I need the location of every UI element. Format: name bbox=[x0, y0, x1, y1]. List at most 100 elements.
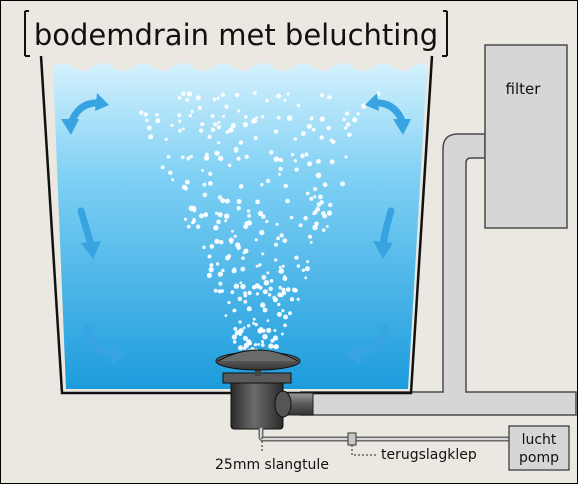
air-bubble bbox=[184, 186, 188, 191]
air-bubble bbox=[326, 210, 333, 216]
air-bubble bbox=[278, 285, 282, 290]
air-bubble bbox=[252, 91, 257, 95]
air-bubble bbox=[258, 263, 262, 267]
air-bubble bbox=[301, 268, 306, 272]
air-bubble bbox=[205, 152, 209, 157]
air-bubble bbox=[266, 319, 270, 322]
check-valve-icon bbox=[347, 432, 357, 446]
air-pump-label-line2: pomp bbox=[519, 450, 559, 466]
air-bubble bbox=[251, 117, 258, 124]
air-bubble bbox=[279, 233, 284, 238]
air-bubble bbox=[242, 326, 246, 330]
air-bubble bbox=[183, 217, 188, 221]
air-bubble bbox=[266, 271, 270, 275]
air-bubble bbox=[253, 136, 258, 141]
air-bubble bbox=[189, 154, 193, 159]
air-bubble bbox=[293, 159, 297, 163]
air-bubble bbox=[185, 179, 190, 185]
air-bubble bbox=[285, 198, 290, 204]
air-bubble bbox=[303, 216, 308, 221]
air-bubble bbox=[210, 114, 215, 119]
air-bubble bbox=[237, 109, 241, 113]
air-bubble bbox=[265, 219, 269, 224]
air-bubble bbox=[275, 222, 279, 226]
air-bubble bbox=[168, 170, 173, 175]
air-bubble bbox=[293, 137, 298, 141]
air-bubble bbox=[304, 152, 309, 156]
air-bubble bbox=[145, 118, 149, 122]
air-bubble bbox=[319, 135, 324, 140]
air-bubble bbox=[235, 92, 240, 98]
air-bubble bbox=[319, 116, 325, 122]
air-bubble bbox=[207, 254, 212, 259]
air-bubble bbox=[234, 150, 238, 153]
air-bubble bbox=[300, 153, 305, 159]
air-bubble bbox=[276, 311, 282, 317]
air-bubble bbox=[220, 92, 226, 98]
air-bubble bbox=[224, 314, 228, 317]
air-bubble bbox=[344, 111, 350, 116]
air-bubble bbox=[188, 205, 195, 212]
air-bubble bbox=[238, 184, 244, 189]
air-bubble bbox=[322, 182, 328, 188]
air-bubble bbox=[352, 117, 358, 123]
air-bubble bbox=[255, 199, 260, 205]
air-bubble bbox=[278, 268, 285, 274]
air-bubble bbox=[257, 343, 260, 346]
air-bubble bbox=[181, 91, 186, 97]
air-bubble bbox=[283, 98, 287, 102]
air-bubble bbox=[243, 224, 249, 230]
air-bubbles bbox=[139, 91, 381, 357]
air-bubble bbox=[268, 286, 273, 291]
air-bubble bbox=[309, 116, 314, 121]
air-bubble bbox=[273, 345, 277, 349]
air-bubble bbox=[344, 126, 348, 130]
air-bubble bbox=[217, 212, 223, 218]
air-bubble bbox=[252, 321, 256, 325]
air-bubble bbox=[262, 333, 268, 340]
air-bubble bbox=[195, 95, 201, 101]
air-bubble bbox=[331, 139, 336, 144]
air-bubble bbox=[237, 296, 243, 302]
air-bubble bbox=[345, 122, 351, 127]
air-bubble bbox=[296, 103, 301, 108]
air-bubble bbox=[235, 242, 241, 248]
arrow-icon bbox=[77, 207, 101, 259]
air-bubble bbox=[246, 306, 252, 312]
air-bubble bbox=[196, 224, 201, 229]
air-bubble bbox=[340, 181, 345, 187]
air-bubble bbox=[304, 266, 310, 272]
air-bubble bbox=[281, 290, 287, 296]
air-bubble bbox=[220, 198, 226, 204]
air-bubble bbox=[186, 156, 191, 161]
air-bubble bbox=[268, 343, 274, 349]
air-bubble bbox=[199, 213, 204, 219]
air-bubble bbox=[182, 127, 185, 131]
air-bubble bbox=[202, 245, 206, 250]
air-bubble bbox=[240, 266, 246, 272]
air-bubble bbox=[266, 327, 272, 333]
air-bubble bbox=[227, 163, 232, 168]
air-bubble bbox=[233, 283, 240, 289]
air-bubble bbox=[208, 171, 213, 176]
air-bubble bbox=[316, 202, 322, 207]
arrow-icon bbox=[373, 207, 395, 259]
air-bubble bbox=[255, 264, 259, 268]
air-bubble bbox=[259, 229, 265, 236]
air-bubble bbox=[298, 223, 303, 228]
air-bubble bbox=[344, 155, 348, 159]
arrow-icon bbox=[345, 325, 389, 365]
air-bubble bbox=[197, 105, 202, 110]
air-bubble bbox=[309, 196, 314, 201]
arrow-icon bbox=[83, 325, 127, 365]
air-bubble bbox=[210, 127, 216, 132]
air-bubble bbox=[289, 297, 295, 302]
air-bubble bbox=[236, 156, 241, 161]
arrow-icon bbox=[365, 93, 411, 135]
air-bubble bbox=[252, 317, 256, 321]
air-bubble bbox=[224, 104, 229, 109]
air-bubble bbox=[278, 266, 282, 269]
air-bubble bbox=[316, 159, 321, 164]
air-bubble bbox=[273, 129, 279, 134]
air-bubble bbox=[155, 118, 161, 124]
